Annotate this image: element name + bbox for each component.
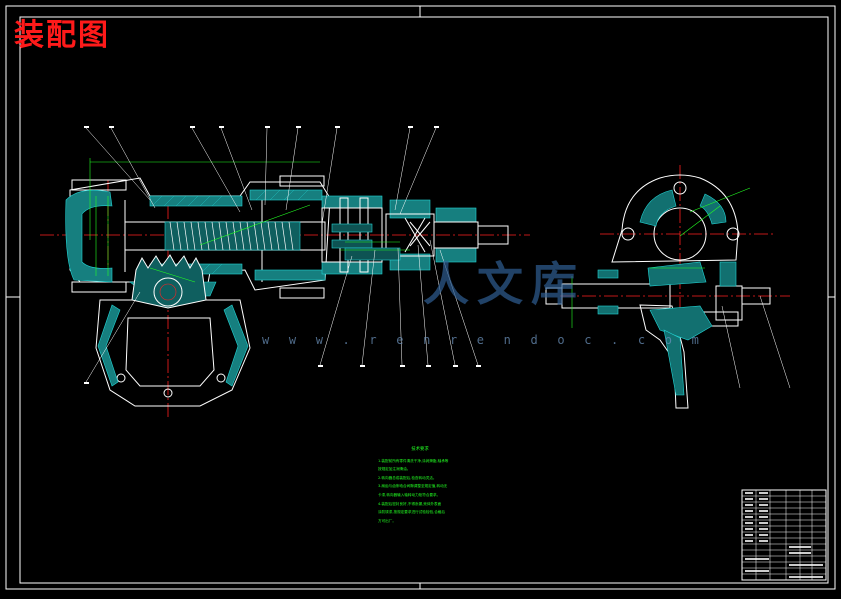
- watermark-logo-text: 人文库: [423, 257, 585, 311]
- part-leaders-top: [85, 127, 437, 225]
- part-number-ticks: [84, 126, 481, 384]
- note-line: 涂防锈漆,按规定要求进行试验检验,合格后: [378, 510, 445, 515]
- note-line: 1.装配前所有零件清洗干净,涂润滑脂,轴承等: [378, 458, 449, 463]
- main-dimensions: [89, 158, 410, 283]
- main-section-view: [40, 126, 530, 420]
- note-line: 方可出厂。: [378, 518, 396, 523]
- title-block-entries: [745, 492, 823, 578]
- side-part-leaders: [721, 295, 791, 389]
- sector-gear: [131, 254, 207, 309]
- note-line: 4.装配后密封良好,不得渗漏,壳体外表面: [378, 501, 442, 506]
- inner-border: [19, 16, 829, 584]
- technical-requirements: 技术要求 1.装配前所有零件清洗干净,涂润滑脂,轴承等 按规定加注润滑油。 2.…: [378, 446, 462, 525]
- side-section-view: [545, 165, 791, 409]
- valve-body: [321, 197, 509, 273]
- note-line: 3.扇齿与齿条啮合间隙调整至规定值,转动无: [378, 484, 448, 489]
- watermark-url: w w w . r e n r e n d o c . c o m: [262, 333, 706, 347]
- title-block: [741, 489, 827, 581]
- technical-requirements-heading: 技术要求: [411, 447, 429, 452]
- worm-thread: [169, 221, 294, 251]
- drawing-title: 装配图: [14, 18, 110, 53]
- note-line: 卡滞,转向器输入轴转动力矩符合要求。: [378, 492, 441, 497]
- note-line: 2.转向器总成装配后,检查转动灵活。: [378, 475, 437, 480]
- title-block-grid: [742, 490, 826, 580]
- side-dimensions: [571, 187, 751, 328]
- side-housing-hatch: [597, 189, 737, 396]
- note-line: 按规定加注润滑油。: [378, 467, 411, 472]
- part-leaders-bottom: [85, 239, 479, 383]
- centering-marks: [6, 6, 835, 589]
- valve-hatch: [331, 223, 401, 261]
- side-centerlines: [560, 165, 790, 330]
